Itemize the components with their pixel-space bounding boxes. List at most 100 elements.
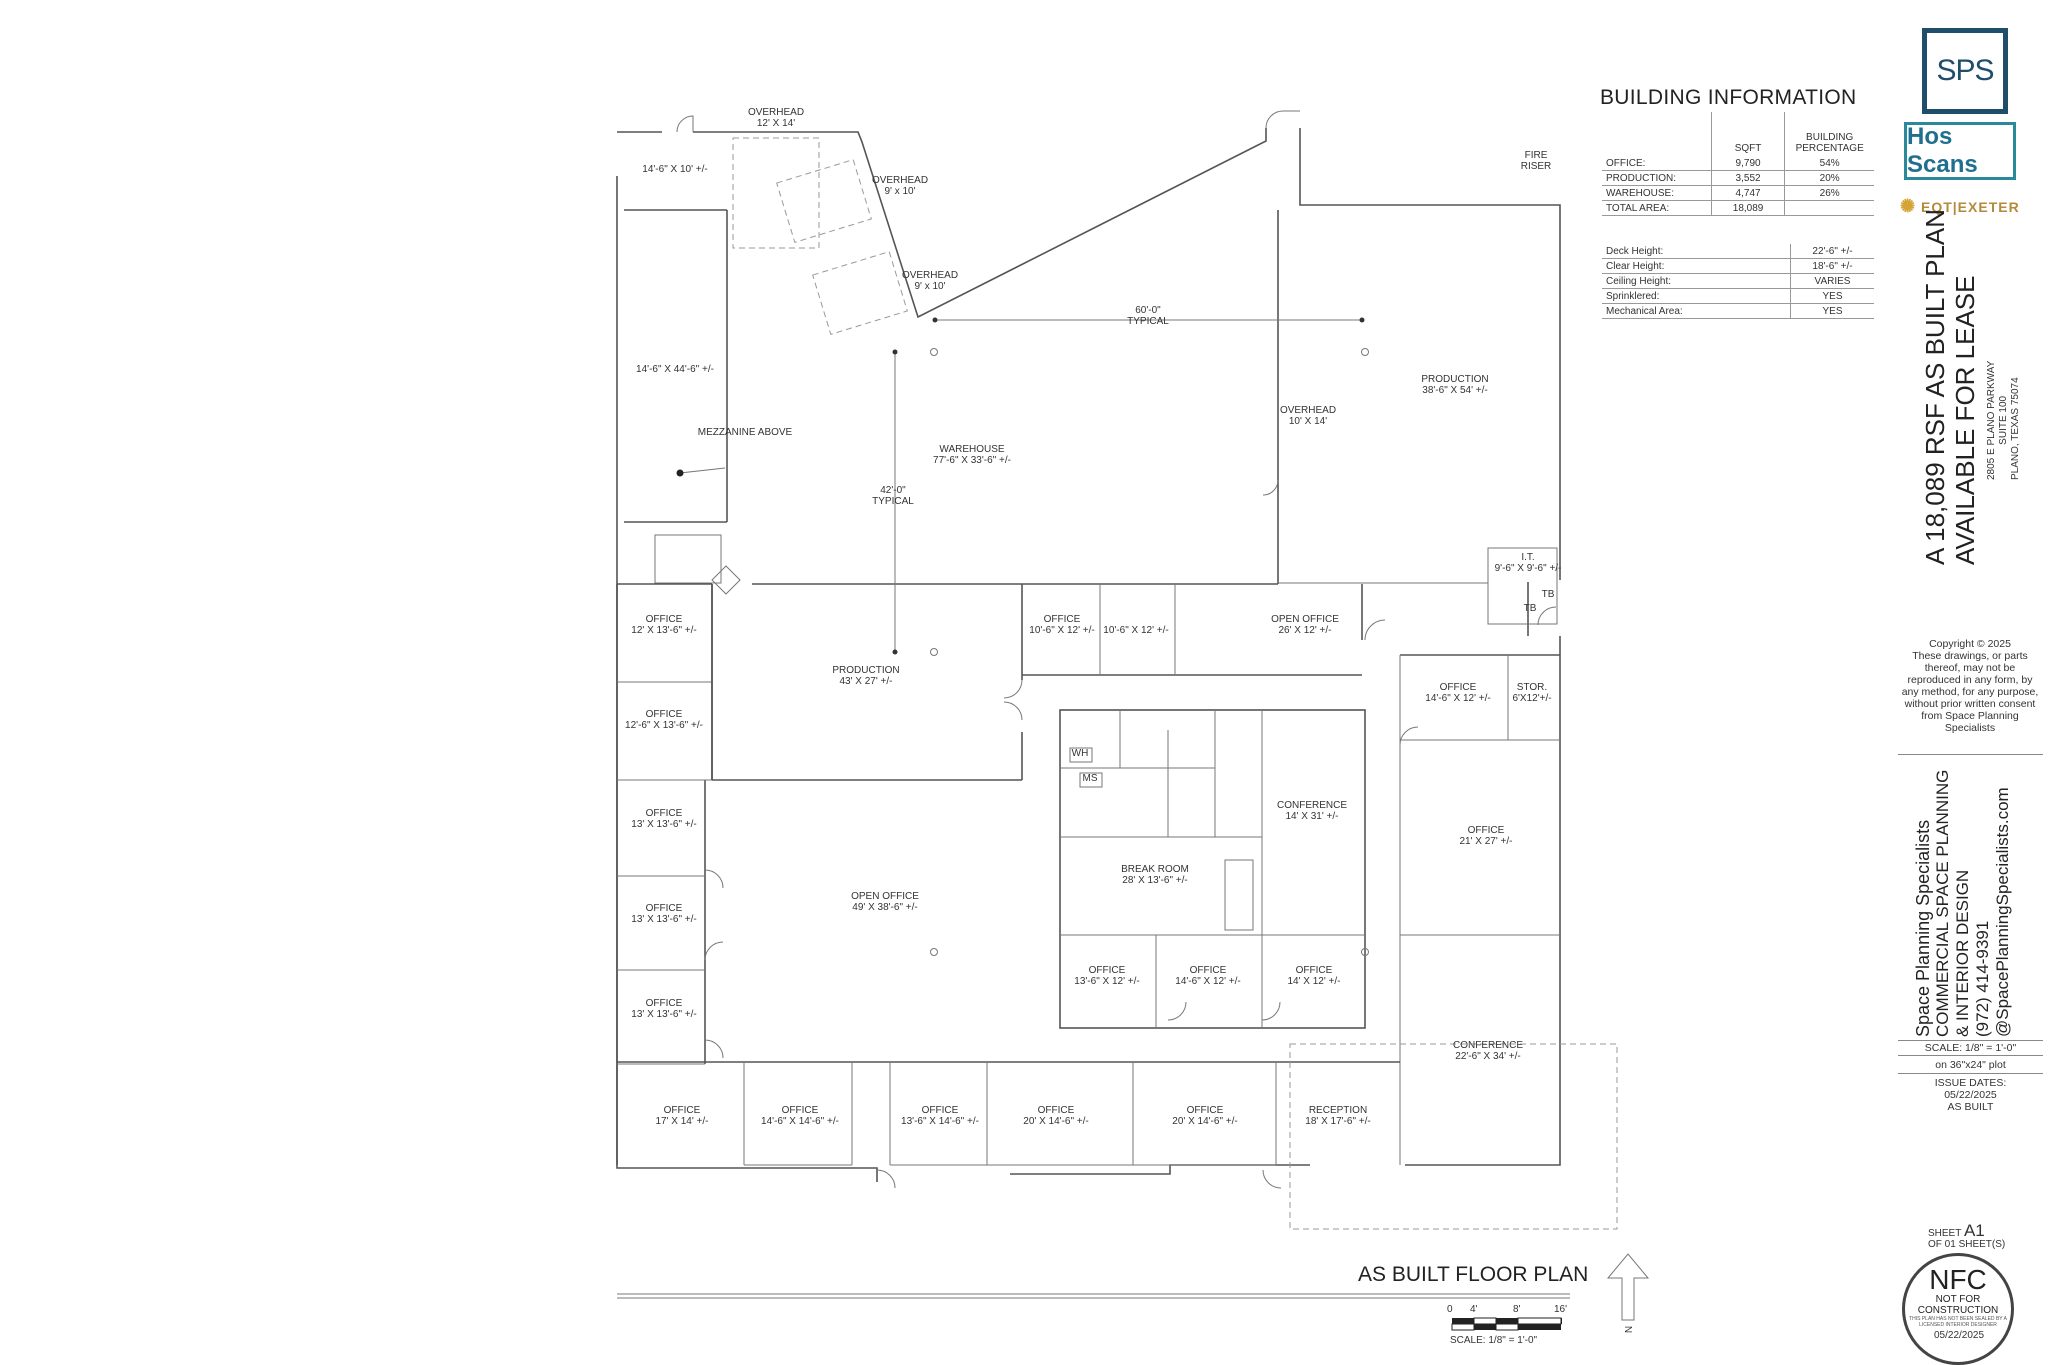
spec-value: YES (1790, 288, 1874, 304)
area-name: WAREHOUSE: (1602, 185, 1712, 201)
room-label: MS (1083, 773, 1098, 784)
nfc-stamp: NFC NOT FOR CONSTRUCTION THIS PLAN HAS N… (1902, 1253, 2014, 1365)
scale-tick-16: 16' (1554, 1304, 1568, 1315)
copyright-notice: Copyright © 2025 These drawings, or part… (1901, 638, 2039, 734)
scale-tick-4: 4' (1470, 1304, 1478, 1315)
room-label: STOR.6'X12'+/- (1512, 682, 1551, 704)
room-label: 10'-6" X 12' +/- (1103, 625, 1168, 636)
project-address: 2805 E PLANO PARKWAY SUITE 100 PLANO, TE… (1986, 361, 2022, 480)
room-label: 42'-0"TYPICAL (872, 485, 914, 507)
room-label: 60'-0"TYPICAL (1127, 305, 1169, 327)
project-title-line2: AVAILABLE FOR LEASE (1950, 275, 1980, 566)
area-pct: 20% (1784, 170, 1874, 186)
table-header-row: SQFT BUILDING PERCENTAGE (1602, 112, 1874, 156)
firm-website: @SpacePlanningSpecialists.com (1993, 787, 2012, 1037)
sun-icon: ✺ (1900, 196, 1917, 216)
eqt-exeter-logo: ✺ EQT|EXETER (1900, 196, 2020, 217)
project-title: A 18,089 RSF AS BUILT PLAN AVAILABLE FOR… (1920, 209, 1980, 565)
issue-type: AS BUILT (1947, 1101, 1994, 1113)
divider (1898, 1055, 2043, 1056)
nfc-line1: NOT FOR (1935, 1294, 1981, 1305)
sheet-number: SHEET A1 OF 01 SHEET(S) (1928, 1222, 2006, 1250)
percentage-header: BUILDING PERCENTAGE (1784, 112, 1874, 156)
table-row: Deck Height:22'-6" +/- (1602, 244, 1874, 259)
issue-date: 05/22/2025 (1944, 1089, 1997, 1101)
area-sqft: 3,552 (1710, 170, 1785, 186)
plan-title: AS BUILT FLOOR PLAN (1358, 1263, 1589, 1286)
spec-value: YES (1790, 303, 1874, 319)
spec-value: 18'-6" +/- (1790, 258, 1874, 274)
issue-label: ISSUE DATES: (1934, 1077, 2007, 1089)
table-row: Ceiling Height:VARIES (1602, 273, 1874, 289)
address-line1: 2805 E PLANO PARKWAY (1986, 360, 1997, 480)
room-label: 14'-6" X 44'-6" +/- (636, 364, 714, 375)
sheet-count: OF 01 SHEET(S) (1928, 1239, 2006, 1250)
nfc-line2: CONSTRUCTION (1917, 1305, 1999, 1316)
area-pct: 26% (1784, 185, 1874, 201)
scale-bar-label: SCALE: 1/8" = 1'-0" (1450, 1335, 1538, 1346)
table-row: Sprinklered:YES (1602, 288, 1874, 304)
sheet-id: A1 (1963, 1221, 1985, 1240)
divider (1898, 1073, 2043, 1074)
spec-name: Mechanical Area: (1602, 303, 1791, 319)
firm-block: Space Planning Specialists COMMERCIAL SP… (1913, 770, 2013, 1037)
plan-walls (616, 110, 1618, 1230)
room-label: TB (1524, 603, 1537, 614)
area-name: TOTAL AREA: (1602, 200, 1712, 216)
spec-name: Ceiling Height: (1602, 273, 1791, 289)
table-row: TOTAL AREA:18,089 (1602, 200, 1874, 216)
room-label: MEZZANINE ABOVE (698, 427, 793, 438)
area-sqft: 18,089 (1710, 200, 1785, 216)
spec-value: VARIES (1790, 273, 1874, 289)
area-name: PRODUCTION: (1602, 170, 1712, 186)
room-label: I.T.9'-6" X 9'-6" +/- (1495, 552, 1562, 574)
room-label: 14'-6" X 10' +/- (642, 164, 707, 175)
spec-name: Clear Height: (1602, 258, 1791, 274)
firm-name: Space Planning Specialists (1913, 819, 1933, 1037)
sqft-header: SQFT (1710, 112, 1785, 156)
address-line2: SUITE 100 (1998, 395, 2009, 445)
sheet-label: SHEET (1928, 1228, 1962, 1239)
north-arrow (1606, 1253, 1650, 1321)
area-pct: 54% (1784, 156, 1874, 171)
building-info-title: BUILDING INFORMATION (1600, 86, 1857, 109)
room-label: TB (1542, 589, 1555, 600)
plot-note: on 36"x24" plot (1935, 1059, 2006, 1071)
spec-name: Deck Height: (1602, 244, 1791, 259)
spec-value: 22'-6" +/- (1790, 244, 1874, 259)
area-pct (1784, 200, 1874, 216)
scale-note: SCALE: 1/8" = 1'-0" (1924, 1042, 2017, 1054)
room-label: WH (1072, 748, 1089, 759)
firm-subtitle-2: & INTERIOR DESIGN (1953, 869, 1972, 1037)
sps-logo: SPS (1922, 28, 2008, 114)
